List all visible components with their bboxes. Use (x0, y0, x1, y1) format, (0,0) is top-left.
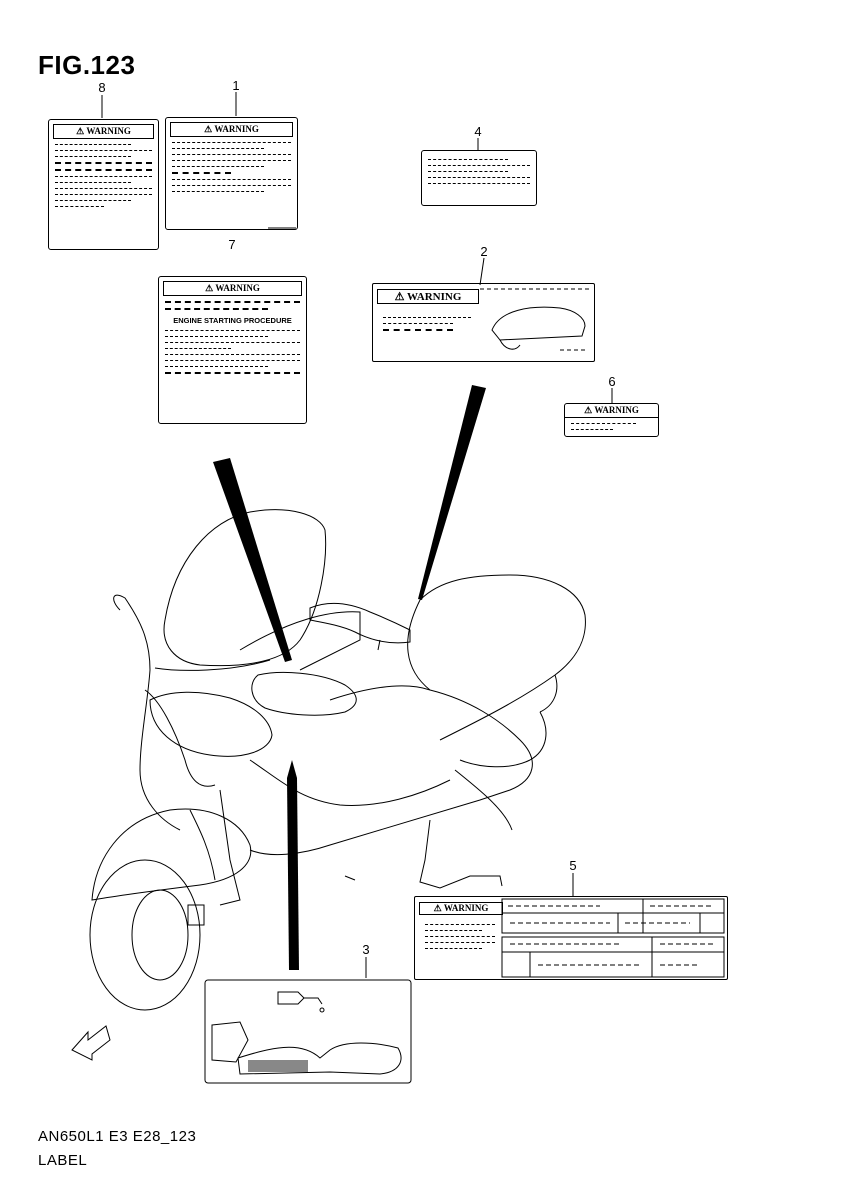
label-6-warning: ⚠ WARNING (565, 404, 658, 418)
callout-6: 6 (608, 374, 616, 389)
leader-wedge-7 (213, 458, 292, 662)
callout-4: 4 (474, 124, 482, 139)
section-name: LABEL (38, 1152, 88, 1169)
leader-2 (479, 257, 485, 286)
label-5[interactable]: ⚠ WARNING (414, 896, 728, 980)
label-2[interactable]: ⚠ WARNING (372, 283, 595, 362)
figure-title: FIG.123 (38, 50, 136, 80)
fwd-arrow-icon (71, 1025, 111, 1061)
leader-wedge-3 (287, 778, 299, 970)
callout-3: 3 (362, 942, 370, 957)
label-6[interactable]: ⚠ WARNING (564, 403, 659, 437)
oil-can-icon (277, 991, 305, 1005)
label-8-warning-text: WARNING (86, 126, 131, 136)
label-1-warning-text: WARNING (214, 124, 259, 134)
leader-wedge-2 (418, 385, 486, 600)
label-2-warning: ⚠ WARNING (377, 289, 479, 304)
model-code: AN650L1 E3 E28_123 (38, 1128, 197, 1145)
label-2-warning-text: WARNING (407, 291, 462, 303)
label-7-warning: ⚠ WARNING (163, 281, 302, 296)
callout-5: 5 (569, 858, 577, 873)
label-4[interactable] (421, 150, 537, 206)
callout-8: 8 (98, 80, 106, 95)
label-6-warning-text: WARNING (594, 405, 639, 415)
label-7-warning-text: WARNING (215, 283, 260, 293)
engine-starting-procedure-text: ENGINE STARTING PROCEDURE (173, 316, 292, 325)
label-3[interactable] (204, 979, 412, 1084)
label-8[interactable]: ⚠ WARNING (48, 119, 159, 250)
label-7[interactable]: ⚠ WARNING ENGINE STARTING PROCEDURE (158, 276, 307, 424)
label-5-warning-text: WARNING (443, 903, 489, 913)
label-8-warning: ⚠ WARNING (53, 124, 154, 139)
callout-1: 1 (232, 78, 240, 93)
label-1-warning: ⚠ WARNING (170, 122, 293, 137)
label-1[interactable]: ⚠ WARNING (165, 117, 298, 230)
callout-2: 2 (480, 244, 488, 259)
callout-7: 7 (228, 237, 236, 252)
